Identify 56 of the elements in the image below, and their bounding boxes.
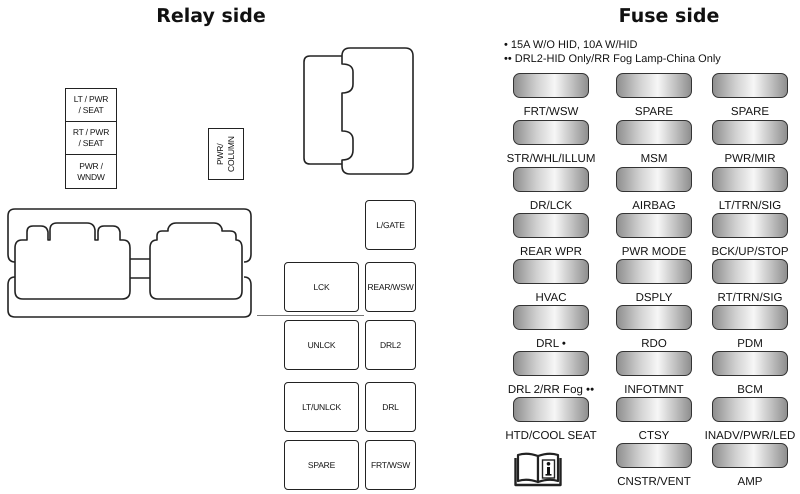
relay-label: LT / PWR / SEAT	[72, 94, 110, 116]
fuse-label: RT/TRN/SIG	[718, 292, 782, 305]
section-heading: Relay side	[156, 5, 266, 27]
relay-label: RT / PWR / SEAT	[72, 127, 110, 149]
relay	[65, 88, 117, 122]
fuse-label: MSM	[640, 153, 668, 166]
relay-label: LT/UNLCK	[302, 402, 341, 412]
fuse-label: INADV/PWR/LED	[704, 430, 796, 443]
fuse-label: PDM	[737, 338, 763, 351]
relay-label: LCK	[314, 282, 330, 292]
relay	[65, 121, 117, 155]
relay	[65, 154, 117, 189]
fuse-label: CTSY	[638, 430, 670, 443]
relay-label: L/GATE	[376, 220, 405, 230]
fuse-label: DR/LCK	[530, 200, 572, 213]
relay	[365, 262, 416, 312]
relay	[208, 128, 244, 180]
fuse-label: PWR/MIR	[724, 153, 776, 166]
fuse-label: CNSTR/VENT	[617, 476, 691, 489]
fuse-label: REAR WPR	[520, 246, 582, 259]
relay	[284, 320, 359, 370]
fuse-label: FRT/WSW	[524, 106, 578, 119]
relay-label: UNLCK	[308, 340, 336, 350]
section-heading: Fuse side	[618, 5, 720, 27]
fuse-label: INFOTMNT	[624, 384, 684, 397]
relay	[365, 382, 416, 432]
fuse-label: DSPLY	[636, 292, 672, 305]
fuse-label: SPARE	[634, 106, 674, 119]
fuse-label: DRL •	[536, 338, 566, 351]
fuse-label: PWR MODE	[622, 246, 686, 259]
relay-label: PWR/ COLUMN	[215, 135, 237, 174]
relay-label: DRL2	[380, 340, 401, 350]
relay-label: FRT/WSW	[370, 460, 410, 470]
fuse-label: BCK/UP/STOP	[711, 246, 789, 259]
relay	[284, 262, 359, 312]
relay	[365, 440, 416, 490]
footnote: •• DRL2-HID Only/RR Fog Lamp-China Only	[504, 53, 721, 66]
relay-label: PWR / WNDW	[76, 160, 106, 182]
relay	[365, 320, 416, 370]
fuse-label: AIRBAG	[632, 200, 676, 213]
fuse-label: HVAC	[535, 292, 567, 305]
fuse-label: SPARE	[730, 106, 770, 119]
fuse-label: AMP	[738, 476, 762, 489]
fuse-label: BCM	[737, 384, 763, 397]
relay-label: REAR/WSW	[367, 282, 414, 292]
relay-label: SPARE	[308, 460, 336, 470]
footnote: • 15A W/O HID, 10A W/HID	[504, 39, 638, 52]
relay	[284, 382, 359, 432]
relay	[284, 440, 359, 490]
fuse-label: LT/TRN/SIG	[718, 200, 782, 213]
fuse-label: RDO	[641, 338, 667, 351]
fuse-label: DRL 2/RR Fog ••	[508, 384, 594, 397]
fuse-label: STR/WHL/ILLUM	[506, 153, 596, 166]
relay-label: DRL	[382, 402, 399, 412]
fuse-label: HTD/COOL SEAT	[505, 430, 597, 443]
relay	[365, 200, 416, 250]
